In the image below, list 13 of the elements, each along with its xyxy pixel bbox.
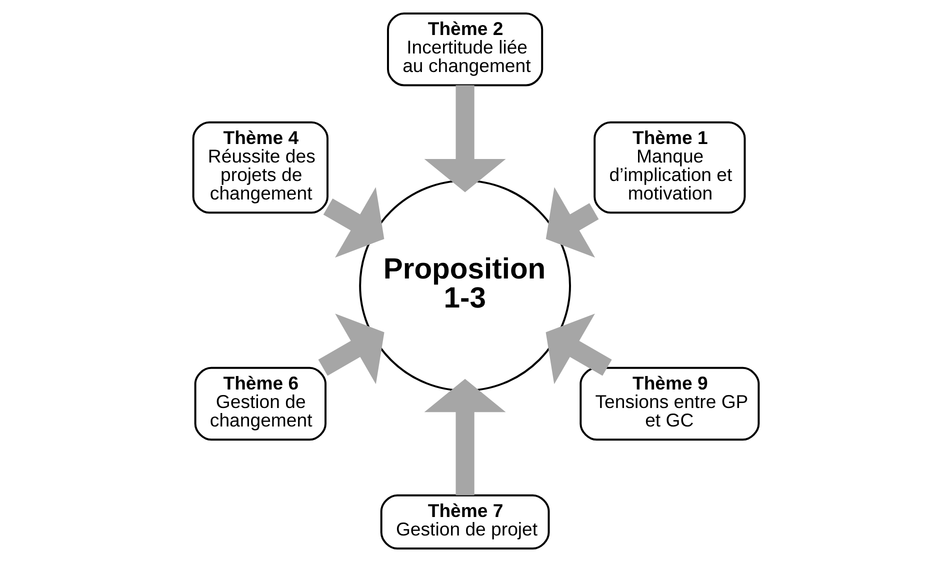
node-box: Thème 2 Incertitude liée au changement [386,12,543,86]
node-box: Thème 6 Gestion de changement [194,366,326,441]
arrow [545,187,598,258]
arrow [424,85,506,192]
arrow [318,314,384,384]
node-box: Thème 7 Gestion de projet [380,494,550,550]
node-circle: Proposition 1-3 [358,180,570,392]
arrow [322,187,384,258]
arrow [545,314,612,384]
arrow [424,378,506,496]
node-box: Thème 4 Réussite des projets de changement [192,121,328,214]
node-box: Thème 9 Tensions entre GP et GC [579,366,760,441]
node-box: Thème 1 Manque d’implication et motivation [593,121,746,214]
